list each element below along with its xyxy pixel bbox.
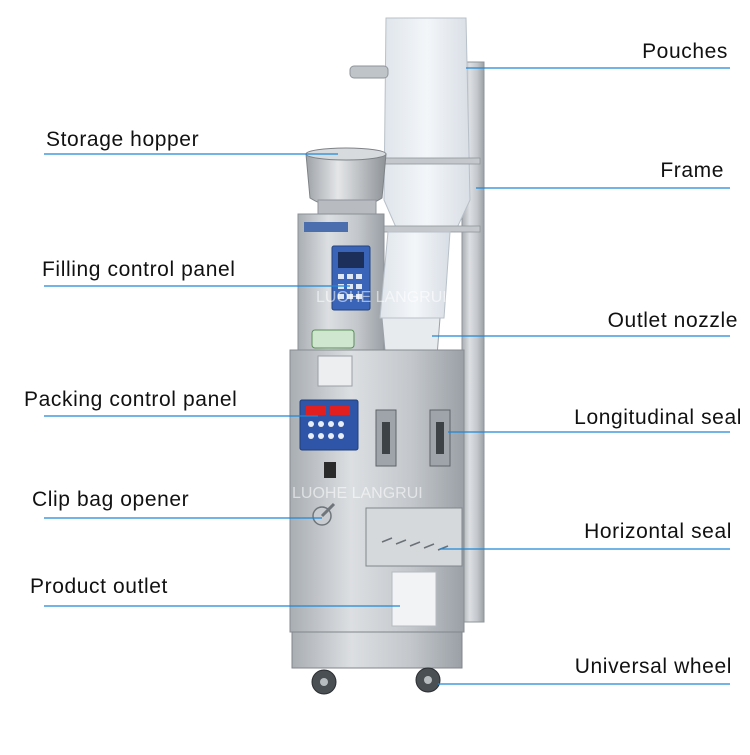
label-clip-bag-opener: Clip bag opener (32, 488, 190, 511)
product-outlet-bag (391, 571, 437, 627)
label-product-outlet: Product outlet (30, 575, 168, 598)
label-universal-wheel: Universal wheel (574, 655, 732, 678)
horizontal-seal-vents (381, 537, 449, 551)
filling-box-label (304, 222, 348, 232)
packing-display-2 (330, 406, 350, 415)
roll-axle (349, 65, 389, 79)
hopper-base (317, 199, 377, 215)
packing-label (317, 355, 353, 387)
label-storage-hopper: Storage hopper (46, 128, 200, 151)
label-horizontal-seal: Horizontal seal (584, 520, 732, 543)
packing-panel-keys (308, 421, 344, 439)
label-packing-control-panel: Packing control panel (24, 388, 238, 411)
seal-roller-2 (436, 422, 444, 454)
label-filling-control-panel: Filling control panel (42, 258, 236, 281)
label-longitudinal-seal: Longitudinal seal (574, 406, 742, 429)
label-outlet-nozzle: Outlet nozzle (607, 309, 738, 332)
packing-display-1 (306, 406, 326, 415)
label-pouches: Pouches (642, 40, 728, 63)
pouch-tube (379, 231, 451, 319)
power-switch (324, 462, 336, 478)
filling-panel-screen (338, 252, 364, 268)
green-badge (311, 329, 355, 349)
machine-base (291, 631, 463, 669)
seal-roller (382, 422, 390, 454)
label-frame: Frame (660, 159, 724, 182)
clip-bag-opener-handle (320, 502, 336, 518)
wheel-right-hub (424, 676, 432, 684)
watermark-upper: LUOHE LANGRUI (316, 289, 447, 306)
horizontal-seal-box (365, 507, 463, 567)
leader-lines (44, 67, 730, 685)
film-roll (383, 17, 471, 233)
wheel-left-hub (320, 678, 328, 686)
watermark-lower: LUOHE LANGRUI (292, 485, 423, 502)
